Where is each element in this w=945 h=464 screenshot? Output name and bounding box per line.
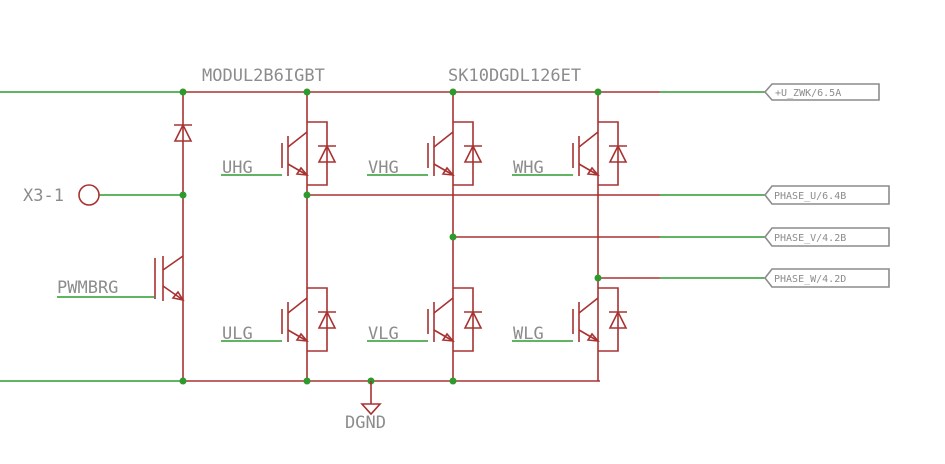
igbt-u-high bbox=[281, 121, 337, 186]
igbt-u-low bbox=[281, 287, 337, 352]
gate-label-uhg: UHG bbox=[222, 158, 253, 178]
brake-diode bbox=[173, 123, 193, 142]
ground-label: DGND bbox=[345, 413, 386, 433]
brake-gate-label: PWMBRG bbox=[57, 278, 118, 298]
port-phase-w-label: PHASE_W/4.2D bbox=[774, 274, 846, 285]
igbt-v-low bbox=[427, 287, 483, 352]
igbt-w-low bbox=[572, 287, 628, 352]
port-dc-bus-label: +U_ZWK/6.5A bbox=[775, 88, 841, 99]
ground-symbol bbox=[360, 381, 382, 416]
device-value-label: SK10DGDL126ET bbox=[448, 66, 581, 86]
brake-igbt bbox=[154, 255, 185, 302]
igbt-w-high bbox=[572, 121, 628, 186]
connector-pin-x3-1 bbox=[78, 184, 100, 206]
module-name-label: MODUL2B6IGBT bbox=[202, 66, 325, 86]
port-phase-w: PHASE_W/4.2D bbox=[763, 268, 890, 288]
connector-label: X3-1 bbox=[23, 186, 64, 206]
port-phase-u-label: PHASE_U/6.4B bbox=[774, 191, 846, 202]
junction-dots bbox=[179, 88, 602, 385]
gate-label-vlg: VLG bbox=[368, 324, 399, 344]
gate-label-ulg: ULG bbox=[222, 324, 253, 344]
gate-label-whg: WHG bbox=[513, 158, 544, 178]
port-phase-u: PHASE_U/6.4B bbox=[763, 185, 890, 205]
gate-label-wlg: WLG bbox=[513, 324, 544, 344]
port-phase-v: PHASE_V/4.2B bbox=[763, 227, 890, 247]
port-phase-v-label: PHASE_V/4.2B bbox=[774, 233, 846, 244]
gate-label-vhg: VHG bbox=[368, 158, 399, 178]
port-dc-bus: +U_ZWK/6.5A bbox=[763, 83, 880, 101]
igbt-v-high bbox=[427, 121, 483, 186]
